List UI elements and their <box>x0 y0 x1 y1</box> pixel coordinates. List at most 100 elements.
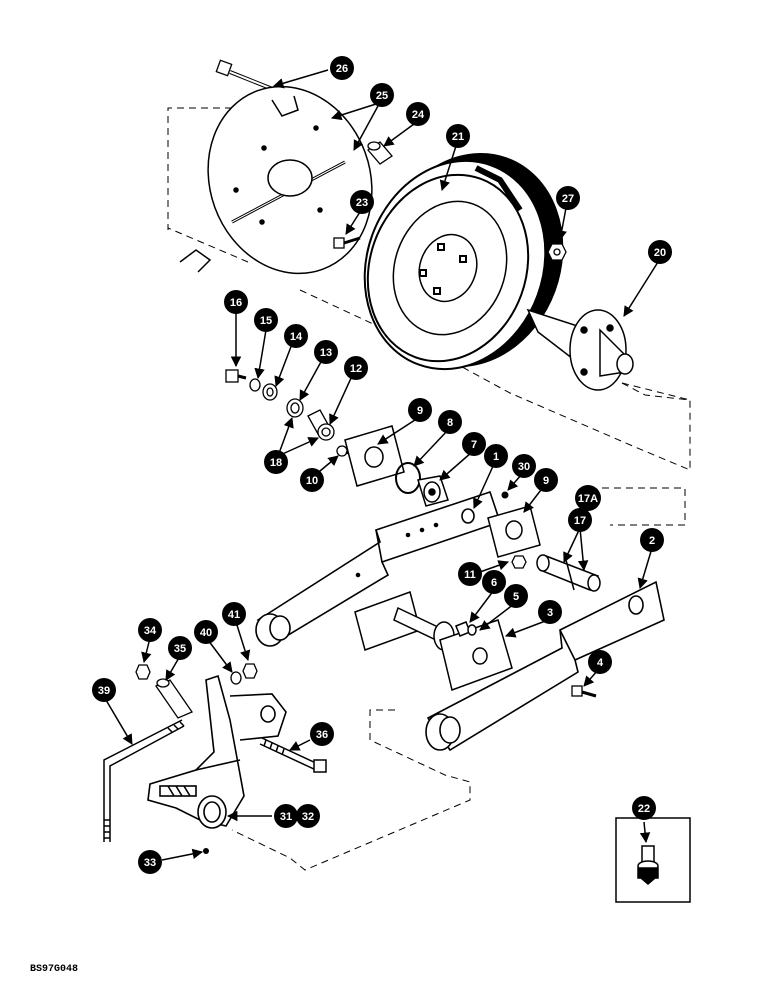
callout-34: 34 <box>138 618 162 642</box>
svg-text:13: 13 <box>320 347 332 359</box>
callout-10: 10 <box>300 468 324 492</box>
callout-8: 8 <box>438 410 462 434</box>
hub-part-20 <box>526 308 634 391</box>
callout-13: 13 <box>314 340 338 364</box>
svg-text:8: 8 <box>447 417 453 429</box>
callout-24: 24 <box>406 102 430 126</box>
svg-text:20: 20 <box>654 247 666 259</box>
bolt-part-23 <box>333 236 361 249</box>
l-bolt-part-39 <box>103 719 185 842</box>
callout-17A: 17A <box>575 485 601 511</box>
document-code: BS97G048 <box>30 964 79 975</box>
svg-text:14: 14 <box>290 331 303 343</box>
callout-32: 32 <box>296 804 320 828</box>
callout-21: 21 <box>446 124 470 148</box>
callout-2: 2 <box>640 528 664 552</box>
bracket-part-31-32 <box>147 674 287 829</box>
plate-part-9-upper <box>344 425 405 487</box>
bolt-part-36 <box>259 737 327 773</box>
svg-text:7: 7 <box>471 439 477 451</box>
callout-3: 3 <box>538 600 562 624</box>
svg-text:34: 34 <box>144 625 157 637</box>
svg-text:18: 18 <box>270 457 282 469</box>
svg-text:40: 40 <box>200 627 212 639</box>
callout-7: 7 <box>462 432 486 456</box>
arm-part-2 <box>425 580 665 752</box>
plate-part-9-right <box>487 505 541 558</box>
svg-text:23: 23 <box>356 197 368 209</box>
callout-18: 18 <box>264 450 288 474</box>
svg-text:30: 30 <box>518 461 530 473</box>
callout-15: 15 <box>254 308 278 332</box>
svg-text:27: 27 <box>562 193 574 205</box>
callout-23: 23 <box>350 190 374 214</box>
svg-text:39: 39 <box>98 685 110 697</box>
svg-text:32: 32 <box>302 811 314 823</box>
fitting-part-30 <box>501 491 509 499</box>
callout-31: 31 <box>274 804 298 828</box>
svg-text:6: 6 <box>491 577 497 589</box>
callout-20: 20 <box>648 240 672 264</box>
svg-text:4: 4 <box>597 657 604 669</box>
callout-9a: 9 <box>408 398 432 422</box>
bolt-part-4 <box>571 685 597 698</box>
svg-text:35: 35 <box>174 643 186 655</box>
svg-text:33: 33 <box>144 857 156 869</box>
callout-16: 16 <box>224 290 248 314</box>
svg-text:31: 31 <box>280 811 292 823</box>
callout-30: 30 <box>512 454 536 478</box>
callout-33: 33 <box>138 850 162 874</box>
callout-25: 25 <box>370 83 394 107</box>
svg-text:22: 22 <box>638 803 650 815</box>
svg-text:17A: 17A <box>578 493 598 505</box>
callout-9b: 9 <box>534 468 558 492</box>
svg-text:9: 9 <box>543 475 549 487</box>
leader-lines <box>105 69 659 861</box>
callout-12: 12 <box>344 356 368 380</box>
callout-39: 39 <box>92 678 116 702</box>
svg-text:21: 21 <box>452 131 464 143</box>
ring-part-8 <box>395 462 421 494</box>
plate-and-shaft-part-3 <box>354 591 513 691</box>
spacer-part-24 <box>367 141 393 165</box>
svg-text:17: 17 <box>574 515 586 527</box>
svg-text:9: 9 <box>417 405 423 417</box>
bearing-part-7 <box>417 475 449 507</box>
callout-14: 14 <box>284 324 308 348</box>
svg-text:16: 16 <box>230 297 242 309</box>
callout-5: 5 <box>504 584 528 608</box>
fitting-part-33 <box>203 848 209 854</box>
svg-text:25: 25 <box>376 90 388 102</box>
svg-text:36: 36 <box>316 729 328 741</box>
nut-part-11 <box>511 555 527 569</box>
hardware-parts-34-35-40-41 <box>135 663 258 719</box>
callout-17: 17 <box>568 508 592 532</box>
callout-22: 22 <box>632 796 656 820</box>
hardware-parts-12-16 <box>225 369 335 441</box>
svg-text:2: 2 <box>649 535 655 547</box>
svg-text:41: 41 <box>228 609 240 621</box>
wheel-rim-part-21 <box>363 152 564 371</box>
svg-text:15: 15 <box>260 315 272 327</box>
inset-box-part-22 <box>615 817 691 903</box>
callout-27: 27 <box>556 186 580 210</box>
nut-part-27 <box>547 243 567 261</box>
callout-26: 26 <box>330 56 354 80</box>
svg-text:10: 10 <box>306 475 318 487</box>
callout-bubbles: 26 25 24 21 23 27 20 16 15 14 13 12 18 1… <box>92 56 672 874</box>
callout-11: 11 <box>458 562 482 586</box>
svg-text:24: 24 <box>412 109 425 121</box>
svg-text:11: 11 <box>464 569 476 581</box>
assembly-dashed-lines <box>167 107 691 871</box>
split-plate-part-25 <box>179 85 373 275</box>
callout-40: 40 <box>194 620 218 644</box>
callout-1: 1 <box>484 444 508 468</box>
svg-text:1: 1 <box>493 451 499 463</box>
callout-36: 36 <box>310 722 334 746</box>
svg-text:12: 12 <box>350 363 362 375</box>
callout-41: 41 <box>222 602 246 626</box>
callout-4: 4 <box>588 650 612 674</box>
svg-text:5: 5 <box>513 591 519 603</box>
callout-6: 6 <box>482 570 506 594</box>
